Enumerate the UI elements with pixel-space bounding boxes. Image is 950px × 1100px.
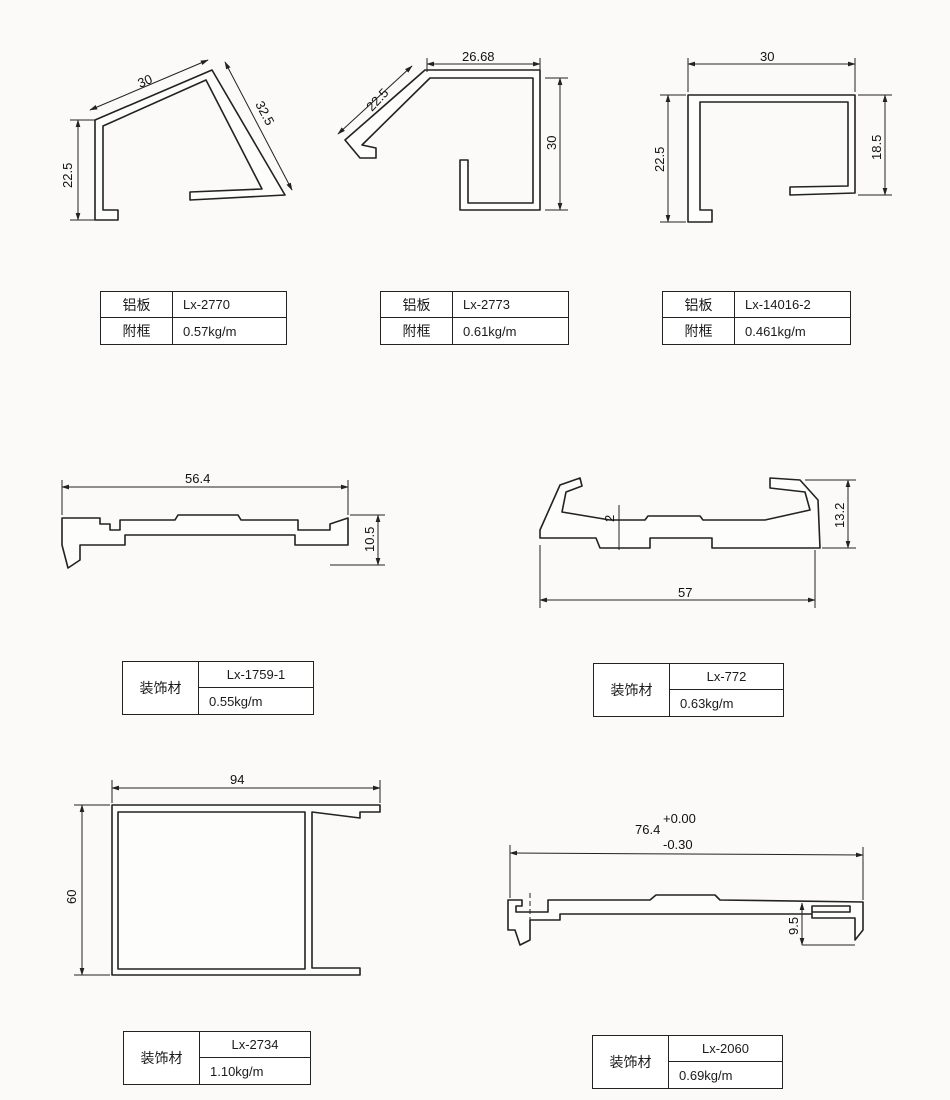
- dim-label: 2: [602, 515, 617, 522]
- dim-label: 76.4: [635, 822, 660, 837]
- spec-table-lx-2734: 装饰材 Lx-2734 1.10kg/m: [123, 1031, 311, 1085]
- dim-label: 30: [760, 49, 774, 64]
- weight-value: 0.461kg/m: [745, 323, 806, 339]
- profile-drawing-lx-2770: 30 32.5 22.5: [60, 59, 293, 221]
- category-label: 附框: [101, 318, 173, 344]
- category-label: 装饰材: [593, 1036, 669, 1088]
- spec-table-lx-2060: 装饰材 Lx-2060 0.69kg/m: [592, 1035, 783, 1089]
- model-number: Lx-2770: [173, 292, 286, 318]
- spec-table-lx-1759-1: 装饰材 Lx-1759-1 0.55kg/m: [122, 661, 314, 715]
- dim-label: 26.68: [462, 49, 495, 64]
- dim-label: -0.30: [663, 837, 693, 852]
- category-label: 附框: [663, 318, 735, 344]
- model-number: Lx-2773: [453, 292, 568, 318]
- weight-value: 0.61kg/m: [463, 323, 517, 339]
- weight-value: 0.63kg/m: [680, 695, 734, 711]
- dim-label: 56.4: [185, 471, 210, 486]
- profile-drawing-lx-2734: 94 60: [64, 772, 381, 976]
- weight-value: 1.10kg/m: [210, 1063, 264, 1079]
- dim-label: 60: [64, 890, 79, 904]
- profile-drawing-lx-14016-2: 30 22.5 18.5: [652, 49, 892, 223]
- profile-drawing-lx-2773: 26.68 22.5 30: [337, 49, 568, 211]
- category-label: 装饰材: [123, 662, 199, 714]
- category-label: 铝板: [101, 292, 173, 318]
- profile-drawing-lx-1759-1: 56.4 10.5: [61, 471, 385, 569]
- dim-label: +0.00: [663, 811, 696, 826]
- weight-value: 0.57kg/m: [183, 323, 237, 339]
- dim-label: 10.5: [362, 527, 377, 552]
- model-number: Lx-2060: [669, 1036, 782, 1062]
- dim-label: 22.5: [652, 147, 667, 172]
- profile-drawing-lx-2060: 76.4 +0.00 -0.30 9.5: [507, 811, 864, 946]
- dim-label: 13.2: [832, 503, 847, 528]
- dim-label: 57: [678, 585, 692, 600]
- dim-label: 9.5: [786, 917, 801, 935]
- category-label: 铝板: [381, 292, 453, 318]
- dim-label: 22.5: [60, 163, 75, 188]
- dim-label: 32.5: [252, 98, 277, 127]
- spec-table-lx-772: 装饰材 Lx-772 0.63kg/m: [593, 663, 784, 717]
- model-number: Lx-772: [670, 664, 783, 690]
- model-number: Lx-14016-2: [735, 292, 850, 318]
- category-label: 铝板: [663, 292, 735, 318]
- dim-label: 18.5: [869, 135, 884, 160]
- category-label: 附框: [381, 318, 453, 344]
- weight-value: 0.69kg/m: [679, 1067, 733, 1083]
- spec-table-lx-14016-2: 铝板 Lx-14016-2 附框 0.461kg/m: [662, 291, 851, 345]
- category-label: 装饰材: [124, 1032, 200, 1084]
- model-number: Lx-2734: [200, 1032, 310, 1058]
- profile-drawing-lx-772: 57 13.2 2: [539, 477, 856, 608]
- weight-value: 0.55kg/m: [209, 693, 263, 709]
- spec-table-lx-2773: 铝板 Lx-2773 附框 0.61kg/m: [380, 291, 569, 345]
- spec-table-lx-2770: 铝板 Lx-2770 附框 0.57kg/m: [100, 291, 287, 345]
- category-label: 装饰材: [594, 664, 670, 716]
- dim-label: 94: [230, 772, 244, 787]
- dim-label: 30: [135, 71, 154, 90]
- model-number: Lx-1759-1: [199, 662, 313, 688]
- dim-label: 30: [544, 136, 559, 150]
